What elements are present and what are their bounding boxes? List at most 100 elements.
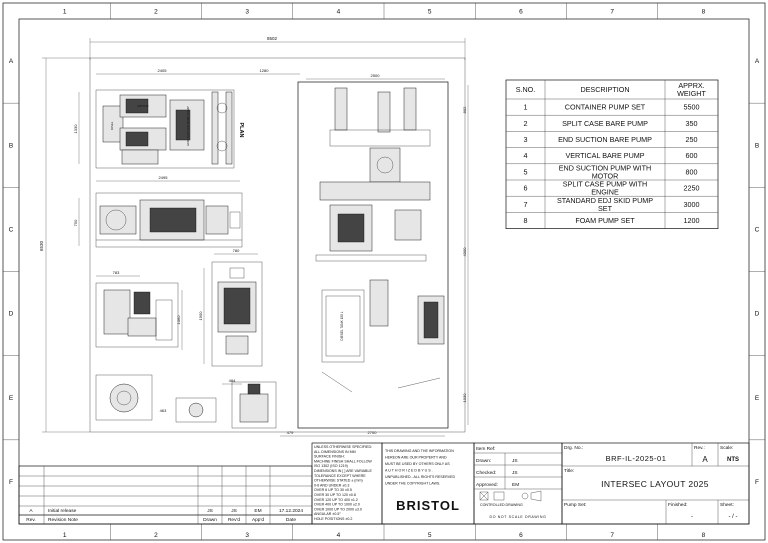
table-sno: 7 [524,200,528,209]
tolerance-line: UNLESS OTHERWISE SPECIFIED: [314,445,372,449]
zone-row-E-right: E [755,395,760,402]
table-head-weight-2: WEIGHT [677,89,706,98]
controlled-box-icon [479,491,489,501]
zone-row-D-right: D [755,311,760,318]
zone-col-5-top: 5 [428,9,432,16]
scale-value: NTS [727,457,739,463]
approval-block: Item Ref: Drawn: JS Checked: JS Approved… [473,442,563,525]
table-desc: FOAM PUMP SET [575,216,635,225]
tolerance-line: OTHERWISE STATED ± (mm) [314,479,363,483]
zone-col-1-bottom: 1 [63,532,67,539]
tolerance-line: MACHINE FINISH SHALL FOLLOW [314,459,372,463]
table-sno: 8 [524,216,528,225]
rev-value: A [29,508,33,514]
end-suction-label: END SUCTION BARE PUMP [186,106,190,145]
dim-right-bot: 1030 [462,393,467,403]
zone-col-8-bottom: 8 [702,532,706,539]
table-sno: 1 [524,103,528,112]
notice-line: A U T H O R I Z E D B Y U S . [385,469,433,473]
dim-row2-width: 2495 [159,175,169,180]
table-sno: 5 [524,167,528,176]
dim-bottom-small: 479 [287,430,294,435]
table-sno: 2 [524,119,528,128]
table-weight: 2250 [684,184,700,193]
tolerance-line: ANGULAR ±0.5° [314,512,341,516]
table-head-sno: S.NO. [516,85,536,94]
projection-icon [493,491,505,501]
zone-row-A-left: A [9,58,14,65]
brand-logo: BRISTOL [396,498,460,513]
diesel-tank-label: DIESEL TANK 150 L [340,311,344,340]
zone-row-B-right: B [755,142,759,149]
zone-col-2-bottom: 2 [154,532,158,539]
plan-view-pump-set: PANEL MOTOR END SUCTION BARE PUMP PLAN [95,89,244,169]
dwg-no: BRF-IL-2025-01 [606,454,667,463]
dim-plan-w1: 2405 [158,68,168,73]
dim-plan-height: 1330 [73,124,78,134]
table-head-weight-1: APPRX. [678,81,704,90]
tolerance-line: OVER 30 UP TO 120 ±0.8 [314,493,356,497]
rev-date: 17.12.2024 [279,508,303,514]
title-label: Title: [564,468,574,474]
dim-bottom-width: 2700 [368,430,378,435]
rev-label: Rev.: [694,445,705,451]
container-interior: DIESEL TANK 150 L [315,87,445,393]
rev-letter: A [702,455,708,464]
dim-right-mid: 4300 [462,247,467,257]
scale-label: Scale: [720,445,733,451]
dwg-no-label: Drg. No.: [564,445,583,451]
zone-col-4-top: 4 [337,9,341,16]
zone-row-B-left: B [9,142,13,149]
tolerance-line: TOLERANCE EXCEPT WHERE [314,474,366,478]
cone-icon [530,490,542,502]
layout-boundary [89,57,466,433]
dim-row4-height: 463 [160,408,167,413]
dim-row3a-height: 1060 [176,315,181,325]
tolerance-line: DIMENSIONS IN [ ] ARE VARIABLE [314,469,372,473]
end-suction-motor-view [211,261,263,367]
dim-overall-height: 6530 [39,240,44,251]
controlled-drawing-text: CONTROLLED DRAWING [480,503,523,507]
zone-col-8-top: 8 [702,9,706,16]
third-angle-icon [521,492,529,500]
rev-head-appd: App'd [252,517,264,523]
table-desc-line2: ENGINE [591,188,619,197]
motor-label: MOTOR [137,104,149,108]
rev-head-date: Date [286,517,296,523]
tolerance-notes: UNLESS OTHERWISE SPECIFIED:ALL DIMENSION… [314,445,372,521]
zone-col-6-top: 6 [519,9,523,16]
zone-col-5-bottom: 5 [428,532,432,539]
sheet-label: Sheet: [720,502,734,508]
dim-right-width: 2500 [371,73,381,78]
zone-col-7-bottom: 7 [610,532,614,539]
finished-value: - [691,514,693,520]
svg-text:PANEL: PANEL [110,121,114,130]
zone-row-E-left: E [9,395,14,402]
zone-col-3-bottom: 3 [245,532,249,539]
zone-col-1-top: 1 [63,9,67,16]
table-weight: 250 [686,135,698,144]
table-desc: STANDARD EDJ SKID PUMP [557,196,653,205]
table-weight: 800 [686,167,698,176]
dimension-lines: 8502 6530 2405 1280 2500 802 4300 1030 1… [39,36,469,437]
tolerance-line: OVER 120 UP TO 400 ±1.2 [314,498,358,502]
table-weight: 5500 [684,103,700,112]
vertical-pump-view [95,282,179,348]
zone-row-A-right: A [755,58,760,65]
table-sno: 3 [524,135,528,144]
notice-line: HEREON ARE OUR PROPERTY AND [385,456,447,460]
zone-col-7-top: 7 [610,9,614,16]
zone-row-C-right: C [755,226,760,233]
item-ref-label: Item Ref: [476,446,495,452]
table-desc: END SUCTION BARE PUMP [558,135,652,144]
dim-row3b-width: 780 [233,248,240,253]
table-desc-line2: SET [598,204,613,213]
rev-revd: JS [231,508,237,514]
drawn-label: Drawn: [476,458,491,464]
finished-label: Finished: [668,502,687,508]
rev-head-drawn: Drawn [203,517,217,523]
pump-set-label: Pump Set: [564,502,586,508]
